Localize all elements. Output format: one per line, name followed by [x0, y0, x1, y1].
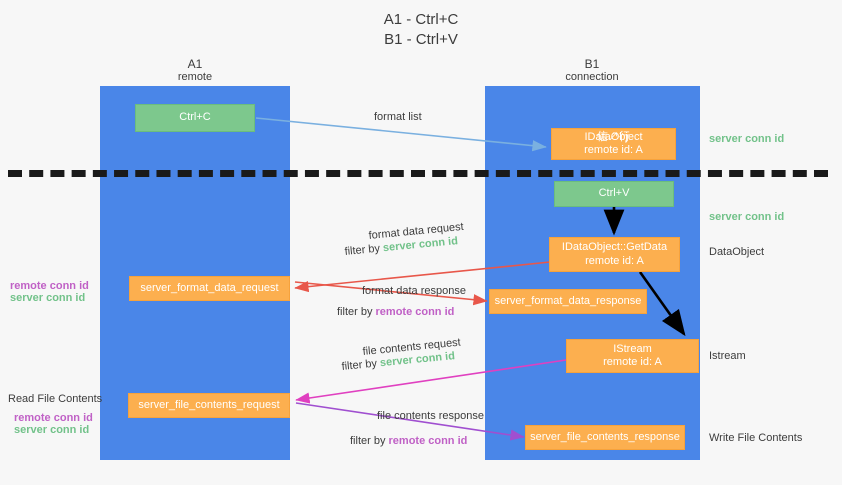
- page-title: A1 - Ctrl+C B1 - Ctrl+V: [0, 10, 842, 50]
- title-line-2: B1 - Ctrl+V: [384, 31, 458, 48]
- box-idataobject-line1-wrap: IDataObject 信↗行: [584, 131, 642, 145]
- filter-prefix: filter by: [344, 242, 384, 258]
- box-istream[interactable]: IStream remote id: A: [566, 339, 699, 373]
- edge-label-file-contents-response: file contents response: [377, 410, 485, 422]
- box-server-format-data-request[interactable]: server_format_data_request: [129, 276, 290, 301]
- box-ctrl-v-label: Ctrl+V: [598, 187, 630, 200]
- edge-label-format-data-response-filter: filter by remote conn id: [337, 305, 454, 319]
- box-ctrl-v[interactable]: Ctrl+V: [554, 181, 674, 207]
- filter-prefix: filter by: [337, 306, 376, 318]
- edge-label-format-data-response: format data response: [362, 285, 466, 297]
- box-istream-line1: IStream: [613, 342, 652, 355]
- box-istream-line2: remote id: A: [603, 356, 662, 368]
- lane-header-a1: A1 remote: [115, 58, 275, 84]
- box-idataobject-line1-overlay: 信↗行: [597, 130, 630, 143]
- box-idataobject[interactable]: IDataObject 信↗行 remote id: A: [551, 128, 676, 160]
- lane-header-b1-sub: connection: [565, 71, 619, 83]
- filter-prefix: filter by: [350, 435, 389, 447]
- annotation-right-istream: Istream: [709, 350, 746, 362]
- edge-label-format-list: format list: [374, 111, 422, 123]
- filter-key-remote-conn-id: remote conn id: [388, 435, 468, 447]
- box-ctrl-c[interactable]: Ctrl+C: [135, 104, 255, 132]
- phase-separator-dashed-line: [8, 170, 828, 177]
- lane-header-b1-name: B1: [584, 57, 600, 71]
- annotation-left-remote-conn-id-bottom: remote conn id: [14, 412, 93, 424]
- annotation-right-dataobject: DataObject: [709, 246, 765, 258]
- box-server-format-data-response[interactable]: server_format_data_response: [489, 289, 647, 314]
- box-ctrl-c-label: Ctrl+C: [179, 111, 211, 124]
- annotation-right-write-file-contents: Write File Contents: [709, 432, 803, 444]
- box-getdata[interactable]: IDataObject::GetData remote id: A: [549, 237, 680, 272]
- box-server-file-contents-request-label: server_file_contents_request: [138, 398, 280, 411]
- title-line-1: A1 - Ctrl+C: [383, 11, 459, 28]
- filter-prefix: filter by: [341, 357, 381, 373]
- annotation-left-server-conn-id-bottom: server conn id: [14, 424, 90, 436]
- lane-header-a1-sub: remote: [177, 71, 213, 83]
- box-idataobject-line1: IDataObject: [584, 130, 643, 143]
- box-server-file-contents-response[interactable]: server_file_contents_response: [525, 425, 685, 450]
- lane-header-b1: B1 connection: [512, 58, 672, 84]
- box-server-format-data-response-label: server_format_data_response: [494, 294, 642, 307]
- annotation-left-remote-conn-id-mid: remote conn id: [10, 280, 89, 292]
- filter-key-remote-conn-id: remote conn id: [375, 306, 455, 318]
- edge-label-file-contents-response-filter: filter by remote conn id: [350, 434, 467, 448]
- box-server-format-data-request-label: server_format_data_request: [140, 281, 279, 294]
- annotation-left-server-conn-id-mid: server conn id: [10, 292, 86, 304]
- annotation-right-server-conn-id-mid: server conn id: [709, 211, 785, 223]
- box-getdata-line1: IDataObject::GetData: [561, 241, 668, 253]
- box-idataobject-line2: remote id: A: [584, 144, 643, 156]
- lane-header-a1-name: A1: [187, 57, 203, 71]
- box-server-file-contents-response-label: server_file_contents_response: [530, 430, 680, 443]
- box-getdata-line2: remote id: A: [585, 254, 644, 267]
- annotation-right-server-conn-id-top: server conn id: [709, 133, 785, 145]
- box-server-file-contents-request[interactable]: server_file_contents_request: [128, 393, 290, 418]
- annotation-left-read-file-contents: Read File Contents: [8, 393, 103, 405]
